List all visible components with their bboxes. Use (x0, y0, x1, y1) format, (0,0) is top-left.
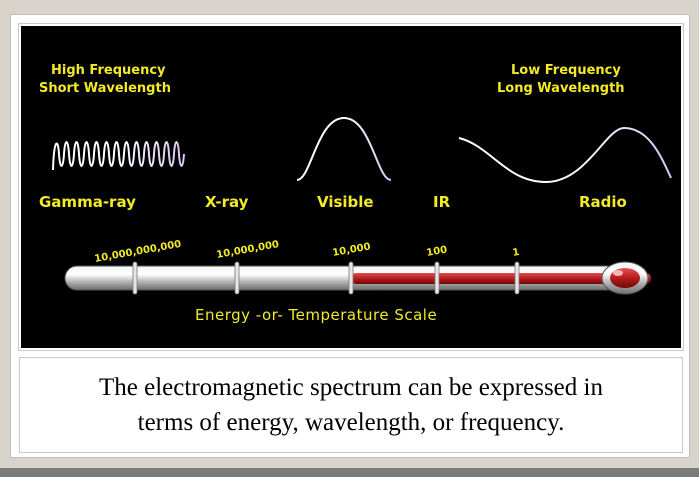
visible-wave (296, 116, 392, 181)
band-label-ir: IR (433, 193, 451, 211)
band-label-gamma-ray: Gamma-ray (39, 193, 136, 211)
band-label-radio: Radio (579, 193, 627, 211)
radio-wave (458, 126, 672, 184)
scale-tick-10000000: 10,000,000 (216, 239, 280, 261)
right-heading-line2: Long Wavelength (497, 81, 625, 96)
band-label-x-ray: X-ray (205, 193, 249, 211)
left-heading-line1: High Frequency (51, 63, 166, 78)
scale-tick-10000000000: 10,000,000,000 (94, 239, 183, 265)
scale-tick-1: 1 (512, 247, 521, 259)
bottom-bar (0, 468, 699, 477)
left-heading-line2: Short Wavelength (39, 81, 171, 96)
spectrum-diagram: High Frequency Short Wavelength Low Freq… (18, 23, 684, 351)
figure-caption: The electromagnetic spectrum can be expr… (99, 370, 603, 440)
caption-box: The electromagnetic spectrum can be expr… (19, 357, 683, 453)
scale-tick-10000: 10,000 (332, 241, 372, 259)
band-label-visible: Visible (317, 193, 374, 211)
spectrum-svg: High Frequency Short Wavelength Low Freq… (39, 63, 672, 324)
scale-tick-100: 100 (426, 244, 449, 258)
scale-caption: Energy -or- Temperature Scale (195, 306, 437, 324)
caption-line-2: terms of energy, wavelength, or frequenc… (137, 409, 565, 436)
right-heading-line1: Low Frequency (511, 63, 621, 78)
gamma-ray-wave (52, 141, 185, 171)
thermometer (64, 261, 651, 295)
caption-line-1: The electromagnetic spectrum can be expr… (99, 374, 603, 401)
